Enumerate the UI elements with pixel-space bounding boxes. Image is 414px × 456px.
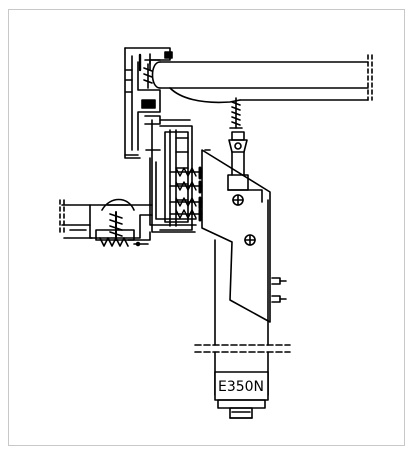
door-leaf-profile: [151, 119, 196, 233]
fixing-screws: [169, 166, 203, 222]
frame-profile: [124, 47, 173, 159]
door-closer-body: [194, 189, 291, 419]
mounting-plate: [201, 149, 271, 323]
closer-model-label: E350N: [218, 379, 264, 395]
drawing-frame: [8, 9, 405, 446]
transom-beam: [151, 54, 373, 104]
left-sash-profile: [59, 198, 153, 247]
screw-vertical: [229, 97, 243, 129]
corner-profile: [145, 149, 197, 226]
link-rod: [227, 131, 249, 191]
top-screw: [143, 63, 153, 89]
